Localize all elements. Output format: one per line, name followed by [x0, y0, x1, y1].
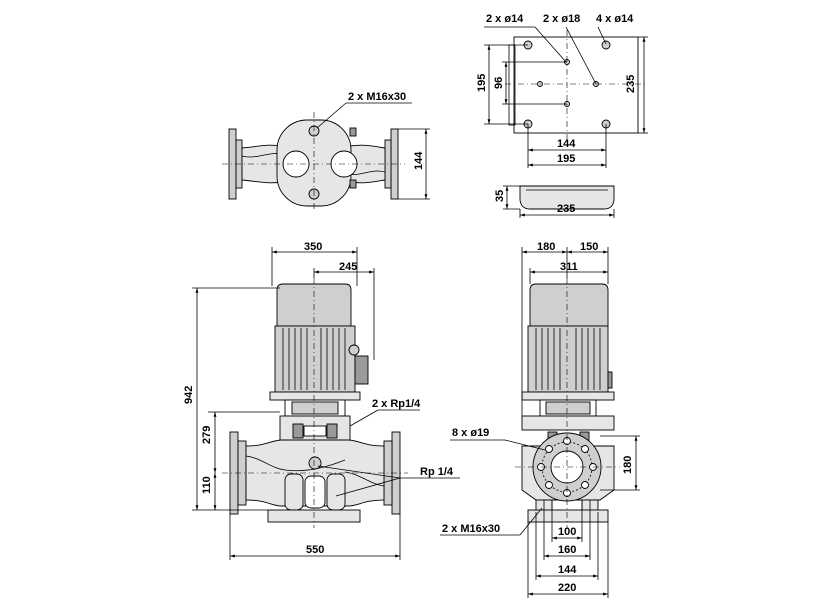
side-dim-180-vertical: 180 [622, 456, 634, 474]
top-view: 2 x M16x30 144 [222, 91, 430, 212]
base-hole-label-c: 4 x ø14 [596, 13, 634, 25]
base-side-dim-235: 235 [557, 203, 575, 215]
front-motor-body [274, 325, 356, 393]
base-dim-195-horizontal: 195 [557, 153, 575, 165]
side-pump-head [521, 415, 615, 431]
side-dim-144: 144 [558, 564, 577, 576]
side-motor-body [527, 325, 609, 393]
side-motor-flange [521, 391, 615, 401]
front-connection-b-label: Rp 1/4 [420, 466, 454, 478]
front-drain-plug [308, 456, 322, 470]
front-motor-fins [282, 328, 346, 390]
front-dim-245: 245 [339, 261, 357, 273]
top-view-dim-144: 144 [413, 151, 425, 170]
top-view-left-flange [228, 128, 237, 200]
side-dim-180-top: 180 [537, 241, 555, 253]
front-foot-right [326, 473, 346, 511]
base-hole-label-b: 2 x ø18 [543, 13, 580, 25]
side-dim-220: 220 [558, 582, 576, 594]
top-view-bolts-label: 2 x M16x30 [348, 91, 406, 103]
front-terminal-box [354, 355, 369, 385]
front-dim-350: 350 [304, 241, 322, 253]
base-dim-195-vertical: 195 [476, 74, 488, 92]
side-base-plate [527, 509, 609, 523]
front-foot-left [284, 473, 304, 511]
side-bolts-label: 2 x M16x30 [442, 523, 500, 535]
side-dim-160: 160 [558, 544, 576, 556]
front-dim-110: 110 [201, 476, 213, 494]
base-dim-144: 144 [557, 138, 576, 150]
base-hole-label-a: 2 x ø14 [486, 13, 524, 25]
front-dim-550: 550 [306, 544, 324, 556]
front-connection-a-label: 2 x Rp1/4 [372, 398, 421, 410]
side-dim-150: 150 [580, 241, 598, 253]
front-view: 2 x Rp1/4 Rp 1/4 350 245 942 279 110 550 [183, 241, 460, 560]
side-motor-fins [535, 328, 601, 390]
front-dim-942: 942 [183, 386, 195, 404]
base-dim-96: 96 [493, 77, 505, 89]
base-side-dim-35: 35 [494, 190, 506, 202]
front-motor-flange [269, 391, 361, 401]
base-dim-235-vertical: 235 [625, 75, 637, 93]
front-dim-279: 279 [201, 426, 213, 444]
front-cable-gland [348, 344, 360, 356]
base-plate-view: 2 x ø14 2 x ø18 4 x ø14 195 96 235 144 1… [476, 13, 648, 168]
side-view: 180 150 311 8 x ø19 180 2 x M16x30 100 1… [440, 241, 640, 598]
side-motor-fan-cover [529, 283, 609, 327]
base-plate-outline [513, 36, 639, 134]
base-side-view: 35 235 [494, 185, 615, 218]
side-dim-100: 100 [558, 526, 576, 538]
side-holes-label: 8 x ø19 [452, 427, 489, 439]
base-hole [601, 40, 611, 50]
base-side-body [519, 185, 615, 210]
side-dim-311: 311 [560, 261, 578, 273]
